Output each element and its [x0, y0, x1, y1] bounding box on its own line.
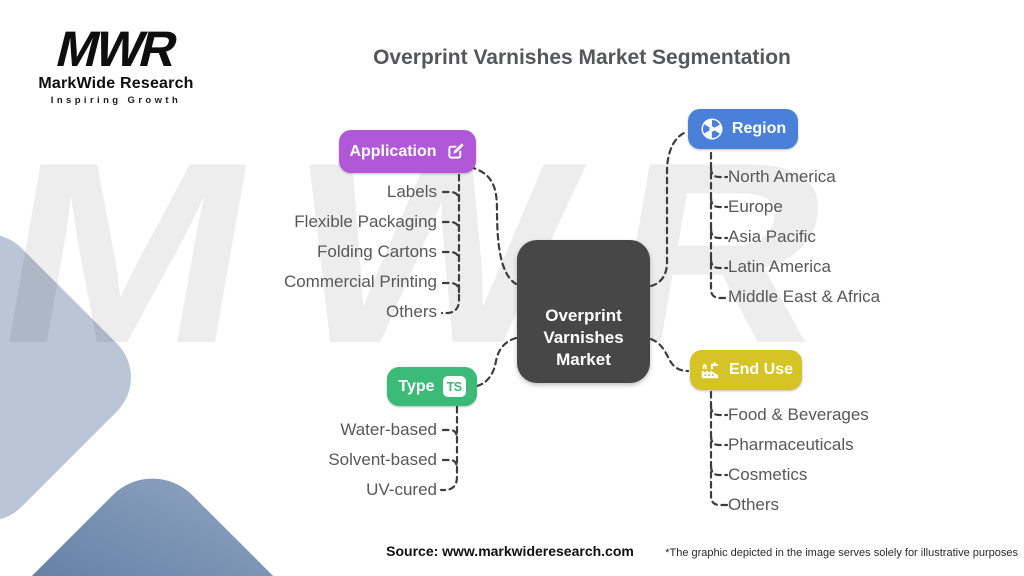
segment-item: Solvent-based — [328, 450, 437, 469]
factory-icon — [699, 359, 721, 381]
logo-acronym: MWR — [51, 21, 181, 77]
segment-item: Others — [385, 302, 437, 321]
segment-item: Food & Beverages — [728, 405, 869, 424]
category-application: Application — [339, 130, 476, 173]
category-end-use-label: End Use — [728, 361, 793, 378]
segment-item: Folding Cartons — [316, 242, 437, 261]
globe-icon — [700, 117, 724, 141]
category-application-label: Application — [349, 142, 437, 160]
edit-brush-icon — [445, 141, 466, 162]
segment-item: Middle East & Africa — [728, 287, 881, 306]
brand-logo: MWR MarkWide Research Inspiring Growth — [24, 21, 208, 106]
logo-name: MarkWide Research — [38, 75, 194, 92]
source-text: Source: www.markwideresearch.com — [386, 543, 634, 559]
segment-item: Flexible Packaging — [294, 212, 437, 231]
category-region: Region — [688, 109, 798, 149]
segment-item: Others — [728, 495, 780, 514]
logo-tagline: Inspiring Growth — [50, 95, 182, 106]
segment-item: Labels — [386, 182, 437, 201]
segment-item: Commercial Printing — [283, 272, 437, 291]
category-end-use: End Use — [690, 350, 802, 390]
segment-item: Latin America — [728, 257, 831, 276]
segment-item: Pharmaceuticals — [728, 435, 854, 454]
segment-item: Cosmetics — [728, 465, 808, 484]
segment-item: UV-cured — [366, 480, 437, 499]
center-node-label: Overprint Varnishes Market — [543, 306, 624, 369]
page-title: Overprint Varnishes Market Segmentation — [373, 46, 791, 69]
segment-item: Europe — [728, 197, 783, 216]
segment-item: Water-based — [340, 420, 437, 439]
category-type-label: Type — [398, 377, 435, 395]
ts-icon: TS — [442, 376, 466, 397]
segment-item: North America — [728, 167, 836, 186]
center-node: Overprint Varnishes Market — [517, 240, 650, 383]
category-type: Type TS — [387, 367, 477, 406]
category-region-label: Region — [731, 120, 787, 137]
segment-item: Asia Pacific — [728, 227, 816, 246]
disclaimer-text: *The graphic depicted in the image serve… — [665, 547, 1018, 559]
